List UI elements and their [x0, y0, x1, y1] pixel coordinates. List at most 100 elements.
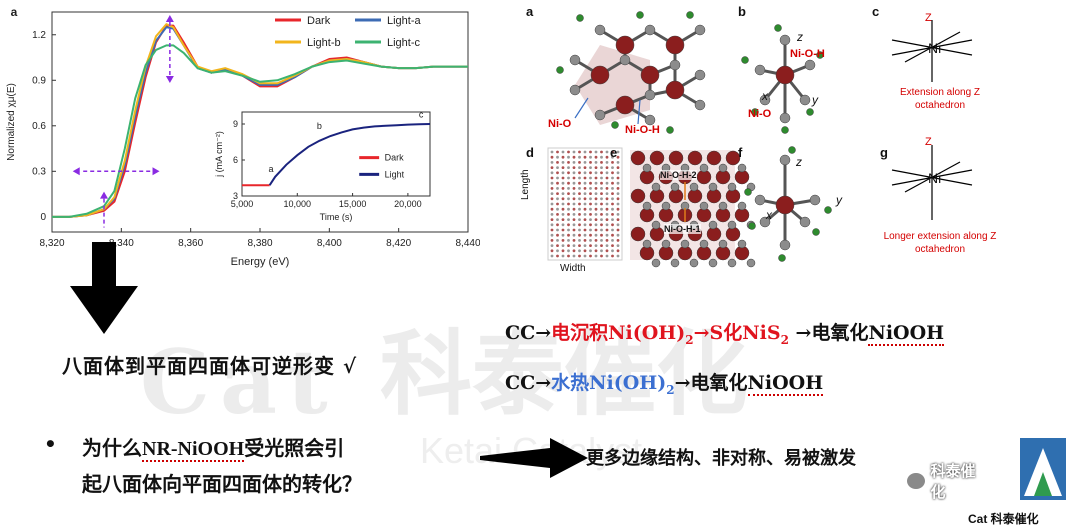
x-tick-label: 8,420 — [386, 238, 411, 249]
oxygen-atom — [651, 258, 661, 268]
x-tick-label: 8,380 — [247, 238, 272, 249]
oxygen-atom — [779, 34, 791, 46]
lattice-dot — [594, 176, 598, 180]
lattice-dot — [611, 150, 614, 154]
nickel-atom — [668, 150, 684, 166]
lattice-dot — [572, 166, 576, 170]
oxygen-atom — [779, 112, 791, 124]
nickel-atom — [725, 150, 741, 166]
lattice-dot — [611, 161, 614, 164]
lattice-dot — [567, 202, 570, 206]
lattice-dot — [567, 155, 570, 159]
lattice-dot — [550, 218, 554, 222]
oxygen-atom — [727, 220, 737, 230]
lattice-dot — [616, 166, 620, 170]
lattice-dot — [583, 233, 587, 237]
hydrogen-atom — [611, 121, 619, 129]
route2-blue: 水热Ni(OH) — [551, 372, 667, 394]
lattice-dot — [616, 155, 620, 159]
nickel-atom — [706, 150, 722, 166]
hydrogen-atom — [778, 254, 786, 262]
oxygen-atom — [746, 258, 756, 268]
question-line-1: 为什么NR-NiOOH受光照会引 — [82, 432, 344, 462]
lattice-dot — [583, 187, 587, 190]
legend-label: Dark — [307, 15, 331, 27]
lattice-dot — [561, 202, 565, 206]
y-tick-label: 1.2 — [32, 30, 46, 41]
lattice-dot — [556, 207, 559, 211]
oxygen-atom — [644, 24, 656, 36]
lattice-dot — [594, 171, 598, 175]
panel-label-f: f — [738, 145, 743, 160]
lattice-dot — [583, 166, 587, 170]
lattice-dot — [556, 166, 559, 170]
oxygen-atom — [737, 201, 747, 211]
oxygen-atom — [694, 24, 706, 36]
oxygen-atom — [694, 69, 706, 81]
wechat-badge: 科泰催化 — [905, 462, 983, 501]
lattice-dot — [616, 171, 620, 175]
route1-sub-a: 2 — [685, 333, 694, 347]
lattice-dot — [561, 161, 565, 164]
lattice-dot — [567, 228, 570, 232]
lattice-dot — [567, 150, 570, 154]
lattice-dot — [589, 223, 592, 227]
nickel-atom — [640, 65, 660, 85]
label-ni-o-h-1: Ni-O-H-1 — [664, 224, 701, 234]
lattice-dot — [589, 218, 592, 222]
lattice-dot — [600, 228, 603, 232]
guide-arrowhead — [152, 167, 160, 176]
lattice-dot — [561, 239, 565, 242]
oxygen-atom — [651, 220, 661, 230]
lattice-dot — [611, 176, 614, 180]
lattice-dot — [600, 192, 603, 196]
oxygen-atom — [642, 201, 652, 211]
hydrogen-atom — [748, 222, 756, 230]
lattice-dot — [605, 218, 609, 222]
lattice-dot — [567, 176, 570, 180]
lattice-dot — [578, 254, 581, 258]
oxygen-atom — [804, 59, 816, 71]
oxygen-atom — [699, 239, 709, 249]
lattice-dot — [611, 155, 614, 159]
guide-arrowhead — [72, 167, 80, 176]
oxygen-atom — [809, 194, 821, 206]
ni-label-g: Ni — [928, 170, 942, 186]
lattice-dot — [594, 161, 598, 164]
axis-x-b: x — [762, 89, 768, 103]
lattice-dot — [572, 249, 576, 253]
lattice-dot — [600, 218, 603, 222]
lattice-dot — [600, 254, 603, 258]
lattice-dot — [567, 233, 570, 237]
oxygen-atom — [754, 194, 766, 206]
lattice-dot — [611, 166, 614, 170]
oxygen-atom — [594, 109, 606, 121]
oxygen-atom — [699, 201, 709, 211]
label-ni-o-b: Ni-O — [748, 108, 772, 120]
oxygen-atom — [718, 201, 728, 211]
lattice-dot — [561, 207, 565, 211]
lattice-dot — [594, 213, 598, 216]
lattice-dot — [567, 171, 570, 175]
lattice-dot — [578, 155, 581, 159]
lattice-dot — [550, 233, 554, 237]
inset-x-tick-label: 10,000 — [284, 199, 312, 209]
lattice-dot — [594, 207, 598, 211]
panel-label-g: g — [880, 145, 888, 160]
lattice-dot — [605, 228, 609, 232]
oxygen-atom — [799, 94, 811, 106]
lattice-dot — [583, 228, 587, 232]
lattice-dot — [594, 181, 598, 185]
lattice-dot — [583, 249, 587, 253]
logo-caption: Cat 科泰催化 — [968, 512, 1039, 526]
lattice-dot — [578, 161, 581, 164]
lattice-dot — [550, 254, 554, 258]
inset-y-tick-label: 6 — [233, 155, 238, 165]
lattice-dot — [600, 233, 603, 237]
lattice-dot — [611, 249, 614, 253]
lattice-dot — [589, 213, 592, 216]
transform-statement: 八面体到平面四面体可逆形变 √ — [62, 354, 358, 378]
lattice-dot — [567, 239, 570, 242]
lattice-dot — [550, 213, 554, 216]
lattice-dot — [556, 223, 559, 227]
